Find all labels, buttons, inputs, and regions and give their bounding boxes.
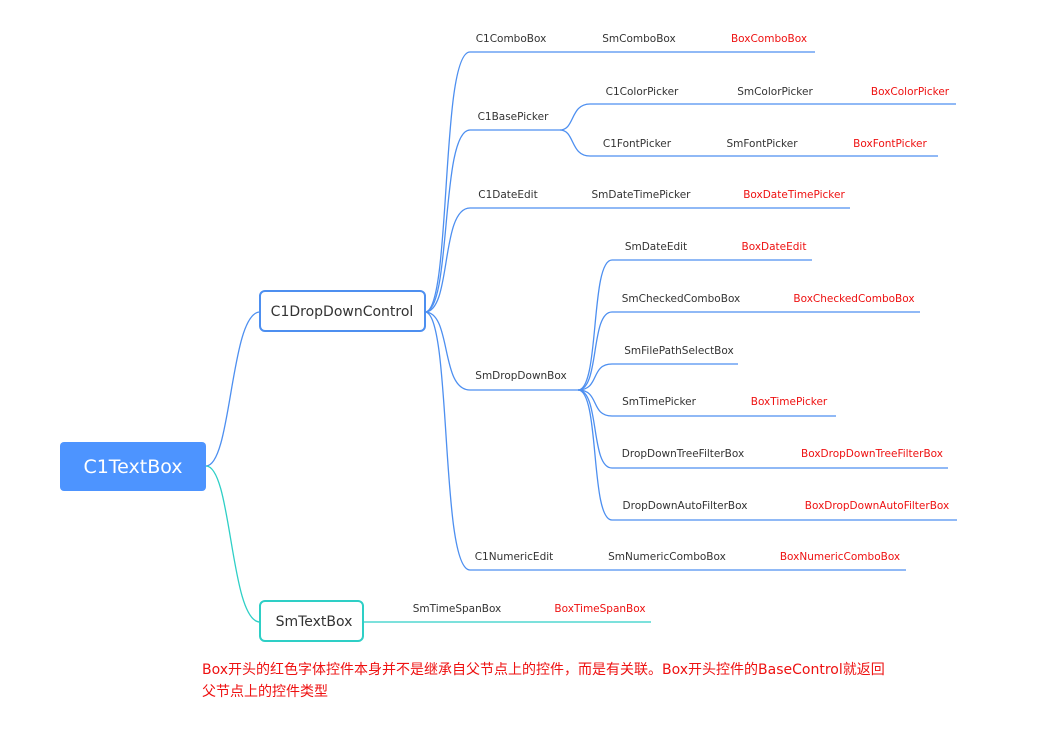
label-boxtimepicker: BoxTimePicker	[751, 396, 828, 408]
connector-smdropdown-tree	[577, 389, 948, 469]
connector-root-dropdown	[205, 311, 261, 467]
label-c1basepicker: C1BasePicker	[478, 111, 550, 123]
label-smfontpicker: SmFontPicker	[726, 138, 798, 150]
label-smnumericcombobox: SmNumericComboBox	[608, 551, 726, 563]
label-boxcheckedcombobox: BoxCheckedComboBox	[793, 293, 914, 305]
connector-dropdown-numeric	[424, 311, 560, 571]
label-smdateedit: SmDateEdit	[625, 241, 687, 253]
label-boxcombobox: BoxComboBox	[731, 33, 807, 45]
connector-dropdown-basepicker	[424, 129, 560, 313]
label-boxdropdowntreefilterbox: BoxDropDownTreeFilterBox	[801, 448, 943, 460]
label-c1combobox: C1ComboBox	[476, 33, 547, 45]
label-smcombobox: SmComboBox	[602, 33, 676, 45]
label-boxtimespanbox: BoxTimeSpanBox	[554, 603, 645, 615]
footnote-line-2: 父节点上的控件类型	[202, 684, 328, 700]
root-node: C1TextBox	[60, 442, 206, 491]
label-smfilepathselectbox: SmFilePathSelectBox	[624, 345, 733, 357]
label-boxdropdownautofilterbox: BoxDropDownAutoFilterBox	[805, 500, 949, 512]
label-boxdatetimepicker: BoxDateTimePicker	[743, 189, 845, 201]
label-smtimespanbox: SmTimeSpanBox	[413, 603, 502, 615]
label-smdatetimepicker: SmDateTimePicker	[592, 189, 692, 201]
connector-basepicker-font	[559, 129, 938, 157]
dropdown-node: C1DropDownControl	[259, 290, 426, 332]
label-c1fontpicker: C1FontPicker	[603, 138, 672, 150]
dropdown-label: C1DropDownControl	[271, 304, 414, 320]
connector-dropdown-dateedit	[424, 207, 550, 313]
connector-dropdown-combo	[424, 51, 550, 313]
label-dropdownautofilterbox: DropDownAutoFilterBox	[623, 500, 748, 512]
connector-basepicker-color	[559, 103, 956, 131]
connector-smdropdown-filepath	[577, 363, 738, 391]
label-smcolorpicker: SmColorPicker	[737, 86, 813, 98]
label-dropdowntreefilterbox: DropDownTreeFilterBox	[622, 448, 744, 460]
root-label: C1TextBox	[83, 456, 182, 478]
connector-smdropdown-smdateedit	[577, 259, 812, 391]
footnote-line-1: Box开头的红色字体控件本身并不是继承自父节点上的控件，而是有关联。Box开头控…	[202, 662, 885, 678]
connector-smdropdown-auto	[577, 389, 957, 521]
label-boxcolorpicker: BoxColorPicker	[871, 86, 950, 98]
label-c1numericedit: C1NumericEdit	[475, 551, 554, 563]
smtextbox-label: SmTextBox	[276, 614, 353, 630]
label-boxdateedit: BoxDateEdit	[742, 241, 807, 253]
label-c1colorpicker: C1ColorPicker	[606, 86, 679, 98]
footnote: Box开头的红色字体控件本身并不是继承自父节点上的控件，而是有关联。Box开头控…	[202, 659, 1002, 703]
label-c1dateedit: C1DateEdit	[478, 189, 537, 201]
label-smtimepicker: SmTimePicker	[622, 396, 697, 408]
label-smdropdownbox: SmDropDownBox	[475, 370, 566, 382]
label-boxnumericcombobox: BoxNumericComboBox	[780, 551, 900, 563]
connector-smdropdown-timepicker	[577, 389, 836, 417]
connector-root-smtextbox	[205, 465, 261, 623]
connector-dropdown-smdropdown	[424, 311, 578, 391]
connector-smdropdown-checked	[577, 311, 920, 391]
smtextbox-node: SmTextBox	[259, 600, 364, 642]
label-boxfontpicker: BoxFontPicker	[853, 138, 927, 150]
label-smcheckedcombobox: SmCheckedComboBox	[622, 293, 741, 305]
